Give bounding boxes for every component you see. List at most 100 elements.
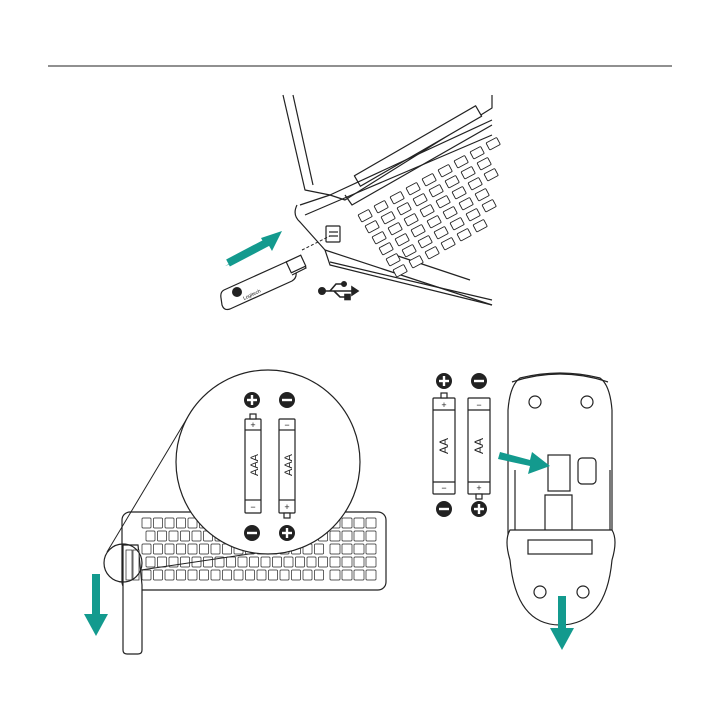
battery-detail-circle xyxy=(176,370,360,554)
keyboard-key xyxy=(188,544,197,554)
laptop-key xyxy=(457,228,471,241)
keyboard-key xyxy=(342,570,352,580)
keyboard-key xyxy=(200,544,209,554)
keyboard-key xyxy=(366,518,376,528)
laptop-key xyxy=(395,233,409,246)
keyboard-key xyxy=(165,570,174,580)
laptop-key xyxy=(397,202,411,215)
keyboard-key xyxy=(204,557,213,567)
keyboard-key xyxy=(354,518,364,528)
keyboard-key xyxy=(315,570,324,580)
laptop-key xyxy=(381,211,395,224)
insertion-guide xyxy=(302,236,330,250)
keyboard-key xyxy=(296,557,305,567)
laptop-key xyxy=(445,175,459,188)
keyboard-key xyxy=(146,531,155,541)
laptop-key xyxy=(422,173,436,186)
plus-circle-icon xyxy=(471,501,487,517)
laptop-key xyxy=(413,193,427,206)
minus-circle-icon xyxy=(244,525,260,541)
keyboard-key xyxy=(223,570,232,580)
keyboard-key xyxy=(188,570,197,580)
laptop-key xyxy=(443,206,457,219)
battery-terminal-sign: + xyxy=(441,400,446,410)
laptop-key xyxy=(450,217,464,230)
battery-terminal-sign: − xyxy=(250,502,255,512)
keyboard-key xyxy=(330,531,340,541)
keyboard-key xyxy=(330,570,340,580)
plus-circle-icon xyxy=(279,525,295,541)
keyboard-key xyxy=(292,570,301,580)
laptop-key xyxy=(374,200,388,213)
plus-circle-icon xyxy=(244,392,260,408)
battery-terminal-sign: − xyxy=(284,420,289,430)
laptop-key xyxy=(365,220,379,233)
battery-label: AAA xyxy=(249,453,261,476)
laptop-key xyxy=(379,242,393,255)
battery-label: AA xyxy=(437,438,451,454)
keyboard-key xyxy=(238,557,247,567)
laptop-key xyxy=(411,224,425,237)
keyboard-key xyxy=(366,557,376,567)
keyboard-key xyxy=(354,544,364,554)
keyboard-key xyxy=(181,531,190,541)
laptop-key xyxy=(429,184,443,197)
laptop-key xyxy=(427,215,441,228)
laptop-key xyxy=(468,177,482,190)
laptop-key xyxy=(454,155,468,168)
battery-terminal-sign: + xyxy=(250,420,255,430)
laptop-key xyxy=(372,231,386,244)
keyboard-key xyxy=(354,557,364,567)
laptop-key xyxy=(409,255,423,268)
keyboard-key xyxy=(354,570,364,580)
laptop-key xyxy=(482,199,496,212)
keyboard-key xyxy=(154,570,163,580)
keyboard-key xyxy=(142,570,151,580)
keyboard-key xyxy=(273,557,282,567)
battery-terminal-sign: + xyxy=(476,483,481,493)
laptop-key xyxy=(420,204,434,217)
mouse xyxy=(507,373,615,625)
keyboard-key xyxy=(307,557,316,567)
insert-arrow-icon xyxy=(225,231,282,266)
laptop-key xyxy=(388,222,402,235)
laptop-key xyxy=(390,191,404,204)
minus-circle-icon xyxy=(471,373,487,389)
battery-terminal-sign: − xyxy=(476,400,481,410)
laptop-key xyxy=(436,195,450,208)
laptop-key xyxy=(473,219,487,232)
laptop-key xyxy=(484,168,498,181)
keyboard-key xyxy=(200,570,209,580)
minus-circle-icon xyxy=(279,392,295,408)
keyboard-key xyxy=(227,557,236,567)
keyboard-key xyxy=(366,544,376,554)
laptop-key xyxy=(470,146,484,159)
down-arrow-icon xyxy=(84,574,108,636)
keyboard-key xyxy=(177,518,186,528)
keyboard-key xyxy=(211,570,220,580)
keyboard-key xyxy=(250,557,259,567)
keyboard-key xyxy=(169,531,178,541)
keyboard-key xyxy=(342,531,352,541)
keyboard-key xyxy=(280,570,289,580)
keyboard-key xyxy=(319,557,328,567)
laptop-key xyxy=(425,246,439,259)
keyboard-key xyxy=(330,544,340,554)
laptop-key xyxy=(477,157,491,170)
keyboard-key xyxy=(284,557,293,567)
battery-terminal-sign: − xyxy=(441,483,446,493)
keyboard-key xyxy=(303,570,312,580)
keyboard-key xyxy=(366,570,376,580)
laptop-key xyxy=(475,188,489,201)
laptop xyxy=(283,95,492,305)
battery-label: AA xyxy=(472,438,486,454)
keyboard-key xyxy=(234,570,243,580)
laptop-key xyxy=(402,244,416,257)
laptop-key xyxy=(393,264,407,277)
laptop-key xyxy=(386,253,400,266)
laptop-key xyxy=(434,226,448,239)
keyboard-key xyxy=(192,531,201,541)
keyboard-key xyxy=(246,570,255,580)
laptop-key xyxy=(459,197,473,210)
